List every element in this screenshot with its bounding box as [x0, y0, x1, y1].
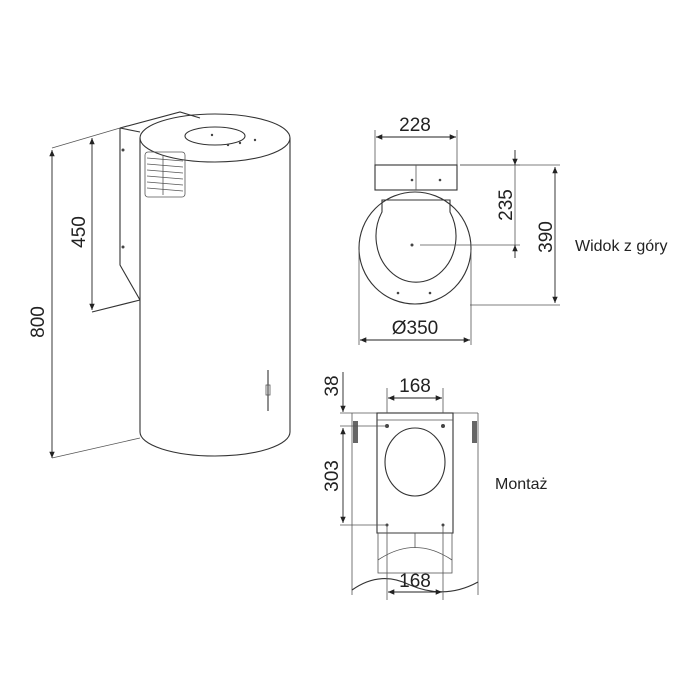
bottom-spacing-label: 168	[399, 571, 431, 592]
vent-grille	[144, 151, 186, 198]
side-view: 800 450	[28, 111, 291, 459]
mounting-plate	[376, 412, 454, 534]
mounting-caption: Montaż	[495, 476, 547, 493]
wall-bracket	[91, 111, 201, 313]
mounting-view: 168 38 303 168 Montaż	[322, 372, 547, 600]
control-switch	[265, 370, 271, 411]
duct-opening	[384, 427, 446, 497]
motor-opening	[375, 199, 457, 283]
top-view-caption: Widok z góry	[575, 238, 667, 255]
top-offset-label: 38	[322, 375, 343, 396]
hood-outline-circle	[358, 191, 472, 305]
depth-total-label: 390	[536, 221, 557, 253]
height-total-label: 800	[28, 306, 49, 338]
bracket-width-label: 228	[399, 115, 431, 136]
top-view: 228 235 390 Ø350 Widok z góry	[358, 115, 667, 345]
depth-to-center-label: 235	[496, 189, 517, 221]
top-spacing-label: 168	[399, 376, 431, 397]
bracket-height-label: 450	[69, 216, 90, 248]
diameter-label: Ø350	[392, 318, 438, 339]
hood-cylinder	[139, 113, 291, 457]
vertical-spacing-label: 303	[322, 460, 343, 492]
